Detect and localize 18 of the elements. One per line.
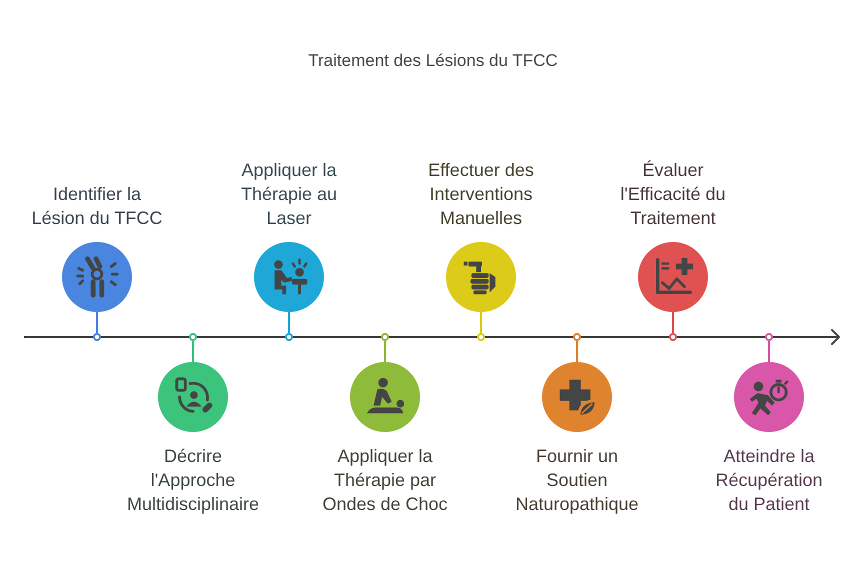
step-label: Appliquer la Thérapie au Laser (240, 159, 338, 230)
connector-line (576, 341, 578, 362)
diagram-title: Traitement des Lésions du TFCC (307, 50, 559, 72)
connector-line (672, 312, 674, 333)
connector-line (384, 341, 386, 362)
step-label: Atteindre la Récupération du Patient (714, 445, 824, 516)
connector-line (768, 341, 770, 362)
timeline-step (514, 362, 640, 516)
step-label: Fournir un Soutien Naturopathique (514, 445, 640, 516)
connector-line (96, 312, 98, 333)
connector-line (288, 312, 290, 333)
step-label: Identifier la Lésion du TFCC (30, 183, 164, 230)
step-label: Effectuer des Interventions Manuelles (427, 159, 535, 230)
step-label: Décrire l'Approche Multidisciplinaire (126, 445, 260, 516)
connector-line (192, 341, 194, 362)
step-label: Évaluer l'Efficacité du Traitement (619, 159, 727, 230)
connector-line (480, 312, 482, 333)
step-label: Appliquer la Thérapie par Ondes de Choc (321, 445, 449, 516)
